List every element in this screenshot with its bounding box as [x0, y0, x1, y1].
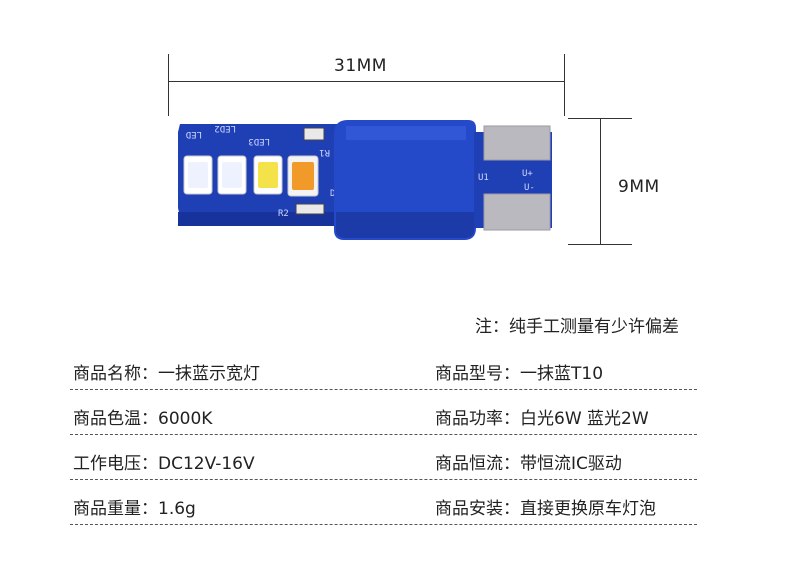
resistor-bottom: [295, 203, 325, 215]
resistor-top: [303, 127, 325, 141]
spec-weight: 商品重量：1.6g: [73, 499, 196, 519]
spec-name: 商品名称：一抹蓝示宽灯: [73, 364, 260, 384]
dim-label-height: 9MM: [618, 177, 660, 197]
led-yellow: [253, 155, 283, 195]
spec-installation: 商品安装：直接更换原车灯泡: [435, 499, 656, 519]
silk-u1: U1: [478, 173, 489, 183]
contact-pad-bottom: [483, 193, 551, 231]
row-divider: [70, 479, 697, 480]
dim-label-length: 31MM: [334, 56, 387, 76]
silk-led2: LED2: [214, 123, 236, 133]
silk-u-minus: U-: [524, 183, 535, 193]
pcb-lower-shadow: [178, 212, 345, 226]
silk-u-plus: U+: [522, 169, 533, 179]
housing-shadow: [336, 212, 474, 238]
dim-tick-left: [168, 54, 169, 116]
led-orange: [287, 155, 319, 197]
spec-voltage: 工作电压：DC12V-16V: [73, 454, 255, 474]
row-divider: [70, 389, 697, 390]
led-bulb-illustration: LED LED2 LED3 R1 D4 R2 U+ U- U1: [178, 120, 552, 240]
bulb-housing: [334, 120, 476, 240]
spec-constant-current: 商品恒流：带恒流IC驱动: [435, 454, 622, 474]
silk-r1: R1: [319, 147, 330, 157]
dim-line-height: [600, 118, 601, 245]
led-white-2: [217, 155, 247, 195]
measurement-note: 注：纯手工测量有少许偏差: [475, 317, 679, 337]
led-white-1: [183, 155, 213, 195]
spec-color-temp: 商品色温：6000K: [73, 409, 213, 429]
housing-highlight: [346, 126, 466, 140]
spec-power: 商品功率：白光6W 蓝光2W: [435, 409, 649, 429]
silk-led: LED: [186, 129, 202, 139]
silk-r2: R2: [278, 209, 289, 219]
row-divider: [70, 434, 697, 435]
silk-led3: LED3: [248, 136, 270, 146]
dim-line-length: [168, 81, 565, 82]
contact-pad-top: [483, 125, 551, 161]
dim-tick-right: [564, 54, 565, 116]
row-divider: [70, 524, 697, 525]
spec-model: 商品型号：一抹蓝T10: [435, 364, 604, 384]
